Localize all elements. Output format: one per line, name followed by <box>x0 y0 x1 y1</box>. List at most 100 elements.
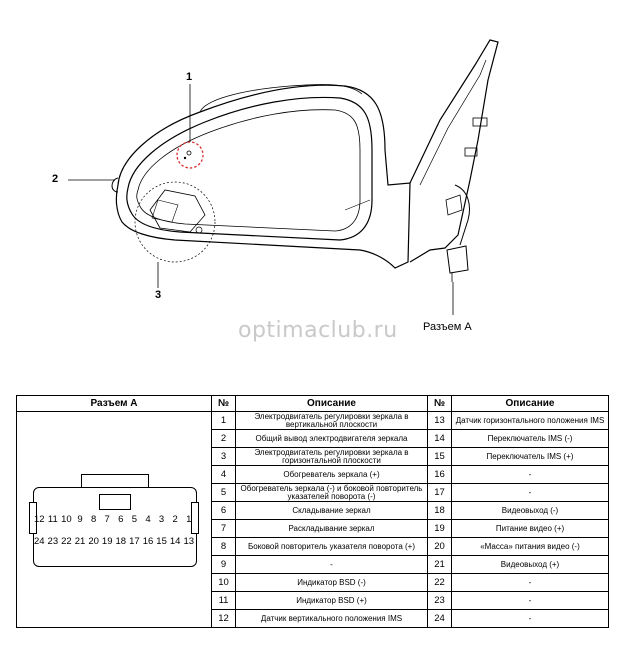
pin-row-bottom: 24 23 22 21 20 19 18 17 16 15 14 13 <box>29 536 199 547</box>
pin-label: 11 <box>47 514 58 525</box>
pin-description: Раскладывание зеркал <box>235 519 428 538</box>
pin-label: 17 <box>129 536 140 547</box>
pin-label: 3 <box>158 514 165 525</box>
pin-number: 21 <box>427 555 452 574</box>
pin-description: Электродвигатель регулировки зеркала в в… <box>235 411 428 430</box>
table-row: 8 Боковой повторитель указателя поворота… <box>17 537 609 556</box>
table-row: 5 Обогреватель зеркала (-) и боковой пов… <box>17 483 609 502</box>
table-body: 12 11 10 9 8 7 6 5 4 3 2 1 24 <box>16 411 609 628</box>
table-row: 4 Обогреватель зеркала (+) 16 - <box>17 465 609 484</box>
pin-label: 24 <box>33 536 45 547</box>
pin-description: Общий вывод электродвигателя зеркала <box>235 429 428 448</box>
pin-description: - <box>451 573 609 592</box>
pin-number: 3 <box>211 447 236 466</box>
table-row: 11 Индикатор BSD (+) 23 - <box>17 591 609 610</box>
pin-label: 16 <box>142 536 154 547</box>
watermark: optimaclub.ru <box>238 318 398 343</box>
pin-number: 5 <box>211 483 236 502</box>
pin-number: 11 <box>211 591 236 610</box>
pin-label: 9 <box>77 514 83 525</box>
table-header-row: Разъем А № Описание № Описание <box>16 395 609 412</box>
pin-description: Обогреватель зеркала (+) <box>235 465 428 484</box>
connector-diagram: 12 11 10 9 8 7 6 5 4 3 2 1 24 <box>29 472 199 567</box>
pin-number: 4 <box>211 465 236 484</box>
pin-description: - <box>451 591 609 610</box>
callout-2: 2 <box>52 173 59 185</box>
pin-description: Датчик горизонтального положения IMS <box>451 411 609 430</box>
pin-number: 14 <box>427 429 452 448</box>
pin-number: 12 <box>211 609 236 628</box>
pin-label: 21 <box>74 536 86 547</box>
pin-number: 2 <box>211 429 236 448</box>
pin-description: Электродвигатель регулировки зеркала в г… <box>235 447 428 466</box>
pin-description: Складывание зеркал <box>235 501 428 520</box>
pin-description: - <box>235 555 428 574</box>
table-row: 12 11 10 9 8 7 6 5 4 3 2 1 24 <box>16 411 609 628</box>
pin-label: 23 <box>47 536 59 547</box>
callout-3: 3 <box>155 289 162 301</box>
pin-label: 6 <box>118 514 124 525</box>
pin-number: 10 <box>211 573 236 592</box>
connector-latch <box>99 494 131 510</box>
pin-number: 22 <box>427 573 452 592</box>
pin-number: 17 <box>427 483 452 502</box>
pin-description: Видеовыход (-) <box>451 501 609 520</box>
pin-number: 18 <box>427 501 452 520</box>
pin-label: 19 <box>101 536 113 547</box>
pin-number: 9 <box>211 555 236 574</box>
pin-label: 20 <box>88 536 99 547</box>
pin-label: 15 <box>156 536 167 547</box>
pin-description: «Масса» питания видео (-) <box>451 537 609 556</box>
pin-description: - <box>451 483 609 502</box>
pin-row-top: 12 11 10 9 8 7 6 5 4 3 2 1 <box>29 514 199 525</box>
pin-label: 7 <box>104 514 110 525</box>
header-connector: Разъем А <box>16 395 212 412</box>
pin-description: Боковой повторитель указателя поворота (… <box>235 537 428 556</box>
pin-number: 24 <box>427 609 452 628</box>
pin-description: Переключатель IMS (+) <box>451 447 609 466</box>
pin-description: Индикатор BSD (+) <box>235 591 428 610</box>
table-row: 7 Раскладывание зеркал 19 Питание видео … <box>17 519 609 538</box>
connector-label: Разъем А <box>423 321 472 333</box>
pin-label: 12 <box>33 514 45 525</box>
header-description-2: Описание <box>451 395 609 412</box>
pin-description: Обогреватель зеркала (-) и боковой повто… <box>235 483 428 502</box>
pin-label: 8 <box>90 514 97 525</box>
table-row: 12 Датчик вертикального положения IMS 24… <box>17 609 609 628</box>
pin-description: Питание видео (+) <box>451 519 609 538</box>
connector-ear-right <box>191 502 199 534</box>
pin-label: 2 <box>172 514 178 525</box>
pin-label: 18 <box>115 536 127 547</box>
callout-1: 1 <box>186 71 193 83</box>
pin-number: 19 <box>427 519 452 538</box>
pin-label: 10 <box>61 514 72 525</box>
pin-number: 6 <box>211 501 236 520</box>
pin-number: 13 <box>427 411 452 430</box>
header-description: Описание <box>235 395 428 412</box>
mirror-housing <box>111 39 499 282</box>
pin-label: 13 <box>183 536 195 547</box>
pin-number: 16 <box>427 465 452 484</box>
header-number: № <box>211 395 236 412</box>
pin-description: - <box>451 465 609 484</box>
mirror-drawing <box>68 39 499 315</box>
pin-description: Видеовыход (+) <box>451 555 609 574</box>
pin-label: 5 <box>131 514 138 525</box>
connector-tab <box>81 474 149 491</box>
pin-number: 15 <box>427 447 452 466</box>
pin-description: - <box>451 609 609 628</box>
pin-number: 7 <box>211 519 236 538</box>
pin-label: 1 <box>186 514 192 525</box>
pin-description: Индикатор BSD (-) <box>235 573 428 592</box>
pin-number: 8 <box>211 537 236 556</box>
connector-ear-left <box>29 502 37 534</box>
pin-number: 1 <box>211 411 236 430</box>
pinout-table: Разъем А № Описание № Описание 12 11 10 <box>16 395 609 628</box>
pin-description: Датчик вертикального положения IMS <box>235 609 428 628</box>
pin-label: 22 <box>61 536 72 547</box>
pin-number: 20 <box>427 537 452 556</box>
table-row: 2 Общий вывод электродвигателя зеркала 1… <box>17 429 609 448</box>
header-number-2: № <box>427 395 452 412</box>
pin-description: Переключатель IMS (-) <box>451 429 609 448</box>
pin-label: 4 <box>145 514 151 525</box>
